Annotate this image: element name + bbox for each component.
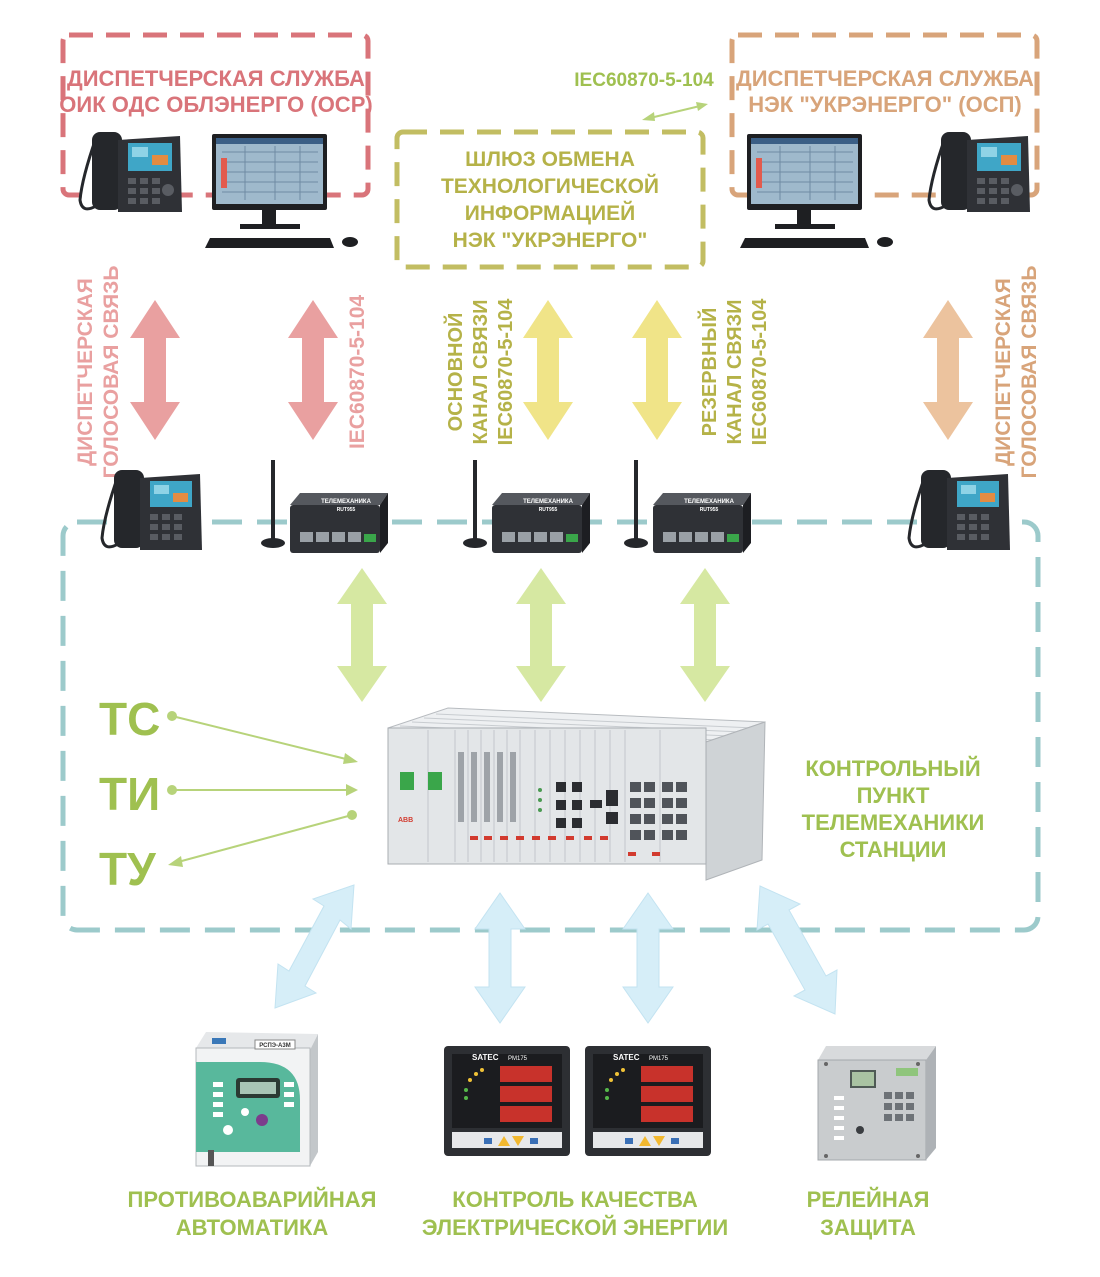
ts-label: ТС: [99, 693, 160, 745]
reserve-channel-arrow: [632, 300, 682, 440]
voice-right-line2: ГОЛОСОВАЯ СВЯЗЬ: [1018, 266, 1041, 479]
osr-title-line2: ОИК ОДС ОБЛЭНЕРГО (ОСР): [59, 92, 372, 117]
osp-zone: [729, 32, 1040, 198]
main-channel-arrow: [523, 300, 573, 440]
kp-line3: ТЕЛЕМЕХАНИКИ: [802, 810, 985, 835]
voice-right-arrow: [923, 300, 973, 440]
emergency-automation-device: РСПЭ-А3М: [195, 1032, 318, 1167]
top-protocol-label: IEC60870-5-104: [574, 70, 714, 91]
rack-pa-arrow: [274, 884, 355, 1009]
reserve-channel-line2: КАНАЛ СВЯЗИ: [724, 299, 746, 444]
iec-left-arrow: [288, 300, 338, 440]
tu-label: ТУ: [99, 843, 157, 895]
rack-meter1-arrow: [474, 892, 526, 1024]
router-1-brand: ТЕЛЕМЕХАНИКА: [321, 499, 372, 505]
ti-signal-arrow: [167, 784, 358, 796]
gateway-line3: ИНФОРМАЦИЕЙ: [465, 201, 635, 225]
workstation-osr: [205, 134, 358, 248]
voice-right-line1: ДИСПЕТЧЕРСКАЯ: [992, 278, 1015, 466]
voice-left-line2: ГОЛОСОВАЯ СВЯЗЬ: [100, 266, 123, 479]
ip-phone-osr: [78, 132, 182, 212]
tu-signal-arrow: [168, 810, 357, 867]
main-channel-line1: ОСНОВНОЙ: [443, 313, 467, 432]
gateway-zone: [394, 129, 706, 270]
gateway-line1: ШЛЮЗ ОБМЕНА: [465, 148, 635, 171]
relay-protection-device: [817, 1046, 936, 1161]
osp-title-line1: ДИСПЕТЧЕРСКАЯ СЛУЖБА: [736, 66, 1034, 91]
router-modem-3: ТЕЛЕМЕХАНИКА RUT955: [624, 460, 751, 553]
meter-1-brand: SATEC: [472, 1053, 499, 1062]
kp-line2: ПУНКТ: [857, 783, 930, 808]
kp-line1: КОНТРОЛЬНЫЙ: [805, 756, 980, 781]
pa-caption-line2: АВТОМАТИКА: [176, 1215, 329, 1240]
rack-relay-arrow: [756, 885, 838, 1015]
pa-model-label: РСПЭ-А3М: [259, 1043, 290, 1049]
router-1-model: RUT955: [337, 507, 356, 513]
voice-left-line1: ДИСПЕТЧЕРСКАЯ: [74, 278, 97, 466]
meter-2-model: PM175: [649, 1056, 669, 1062]
power-quality-meter-1: SATEC PM175: [444, 1046, 570, 1156]
rz-caption-line2: ЗАЩИТА: [820, 1215, 916, 1240]
workstation-osp: [740, 134, 893, 248]
meter-2-brand: SATEC: [613, 1053, 640, 1062]
osr-title-line1: ДИСПЕТЧЕРСКАЯ СЛУЖБА: [67, 66, 365, 91]
kp-line4: СТАНЦИИ: [840, 837, 947, 862]
router-3-model: RUT955: [700, 507, 719, 513]
kk-caption-line1: КОНТРОЛЬ КАЧЕСТВА: [452, 1187, 698, 1212]
rack-abb-label: ABB: [398, 817, 413, 824]
router-rack-arrow-1: [337, 568, 387, 702]
router-3-brand: ТЕЛЕМЕХАНИКА: [684, 499, 735, 505]
rack-meter2-arrow: [622, 892, 674, 1024]
router-rack-arrow-3: [680, 568, 730, 702]
top-protocol-arrow: [642, 102, 708, 121]
ts-signal-arrow: [167, 711, 358, 764]
osp-title-line2: НЭК "УКРЭНЕРГО" (ОСП): [748, 92, 1022, 117]
router-modem-1: ТЕЛЕМЕХАНИКА RUT955: [261, 460, 388, 553]
main-channel-line3: IEC60870-5-104: [495, 298, 517, 446]
rz-caption-line1: РЕЛЕЙНАЯ: [807, 1187, 930, 1212]
reserve-channel-line1: РЕЗЕРВНЫЙ: [697, 308, 721, 437]
main-channel-line2: КАНАЛ СВЯЗИ: [470, 299, 492, 444]
iec-left-label: IEC60870-5-104: [346, 295, 369, 449]
router-rack-arrow-2: [516, 568, 566, 702]
ip-phone-station-right: [907, 470, 1010, 550]
pa-caption-line1: ПРОТИВОАВАРИЙНАЯ: [128, 1187, 377, 1212]
voice-left-arrow: [130, 300, 180, 440]
gateway-line2: ТЕХНОЛОГИЧЕСКОЙ: [441, 174, 659, 198]
power-quality-meter-2: SATEC PM175: [585, 1046, 711, 1156]
router-2-model: RUT955: [539, 507, 558, 513]
ip-phone-station-left: [100, 470, 202, 550]
telemechanics-rack: ABB: [387, 707, 766, 881]
router-modem-2: ТЕЛЕМЕХАНИКА RUT955: [463, 460, 590, 553]
kk-caption-line2: ЭЛЕКТРИЧЕСКОЙ ЭНЕРГИИ: [422, 1215, 728, 1240]
gateway-line4: НЭК "УКРЭНЕРГО": [453, 229, 648, 252]
ip-phone-osp: [927, 132, 1030, 212]
meter-1-model: PM175: [508, 1056, 528, 1062]
ti-label: ТИ: [99, 768, 160, 820]
router-2-brand: ТЕЛЕМЕХАНИКА: [523, 499, 574, 505]
reserve-channel-line3: IEC60870-5-104: [749, 298, 771, 446]
